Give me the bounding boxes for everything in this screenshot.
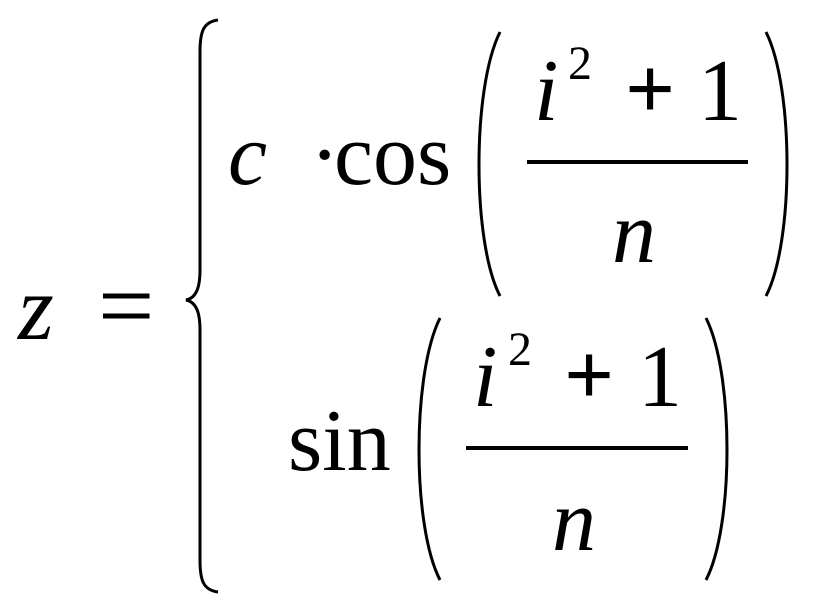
sin-num-plus: +: [564, 327, 615, 424]
cos-num-exponent: 2: [568, 37, 592, 90]
cos-den-n: n: [612, 185, 656, 282]
coefficient-c: c: [228, 107, 268, 204]
cos-num-i: i: [534, 43, 559, 140]
multiply-dot: ·: [310, 107, 340, 204]
variable-z: z: [18, 257, 54, 359]
cos-num-plus: +: [625, 41, 676, 138]
left-brace-icon: [185, 18, 219, 594]
sin-left-paren: [417, 317, 442, 581]
sin-num-one: 1: [638, 329, 682, 426]
sin-function: sin: [288, 393, 391, 490]
sin-right-paren: [704, 317, 729, 581]
cos-num-one: 1: [698, 43, 742, 140]
sin-num-i: i: [473, 329, 498, 426]
cos-right-paren: [764, 31, 789, 297]
cos-left-paren: [477, 31, 502, 297]
sin-den-n: n: [552, 473, 596, 570]
cos-function: cos: [334, 107, 452, 204]
sin-num-exponent: 2: [508, 323, 532, 376]
equals-sign: =: [98, 250, 155, 361]
